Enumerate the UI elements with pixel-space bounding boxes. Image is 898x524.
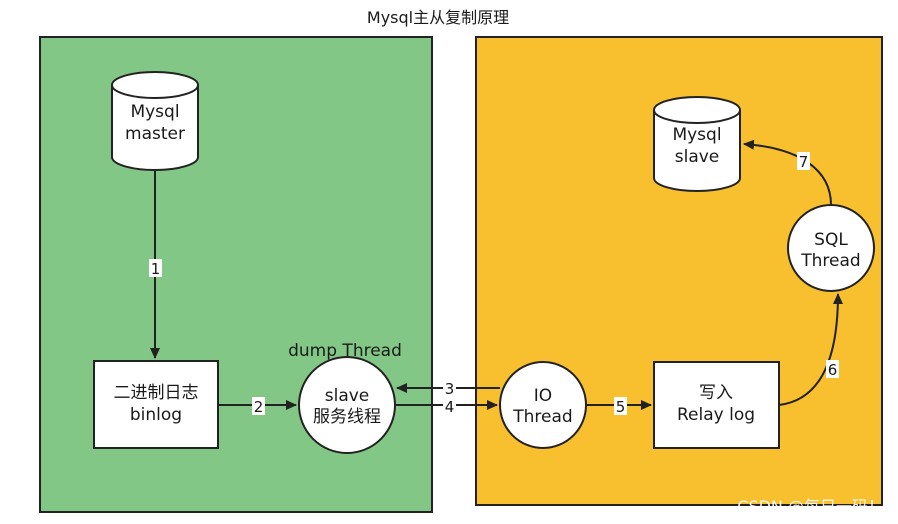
binlog-label-line2: binlog [130, 405, 182, 425]
slave-database: Mysql slave [653, 96, 741, 192]
csdn-watermark: CSDN @每日一码！ [737, 497, 884, 516]
step-3-badge: 3 [443, 380, 456, 398]
step-7-badge: 7 [797, 152, 810, 171]
slave-db-label-line1: Mysql [672, 125, 721, 145]
relay-log-label-line1: 写入 [699, 383, 733, 403]
relay-log-label-line2: Relay log [677, 405, 755, 425]
dump-thread-label-line1: slave [325, 386, 370, 406]
binlog-box: 二进制日志 binlog [93, 360, 219, 449]
io-thread-node: IO Thread [499, 361, 587, 449]
step-2-badge: 2 [252, 397, 265, 416]
step-3-label: 3 [445, 380, 455, 398]
master-database: Mysql master [111, 71, 199, 171]
arrow-step-6 [778, 293, 843, 406]
step-1-label: 1 [151, 260, 161, 278]
step-4-label: 4 [445, 398, 455, 416]
diagram-title: Mysql主从复制原理 [367, 8, 509, 27]
step-2-label: 2 [254, 398, 264, 416]
master-db-label-line1: Mysql [130, 102, 179, 122]
io-thread-label-line1: IO [534, 386, 552, 406]
sql-thread-label-line1: SQL [814, 230, 848, 250]
dump-thread-label-line2: 服务线程 [313, 407, 381, 427]
slave-db-label-line2: slave [675, 147, 720, 167]
sql-thread-label-line2: Thread [800, 251, 860, 271]
binlog-label-line1: 二进制日志 [114, 383, 199, 403]
dump-thread-node: slave 服务线程 [298, 356, 396, 454]
relay-log-box: 写入 Relay log [653, 361, 780, 449]
step-6-label: 6 [828, 361, 838, 379]
step-1-badge: 1 [149, 259, 162, 278]
step-5-label: 5 [616, 398, 626, 416]
sql-thread-node: SQL Thread [787, 204, 875, 292]
step-4-badge: 4 [443, 398, 456, 416]
step-7-label: 7 [799, 153, 809, 171]
dump-thread-caption: dump Thread [288, 341, 402, 361]
step-5-badge: 5 [614, 397, 627, 416]
step-6-badge: 6 [826, 360, 839, 379]
io-thread-label-line2: Thread [512, 407, 572, 427]
master-db-label-line2: master [125, 124, 185, 144]
